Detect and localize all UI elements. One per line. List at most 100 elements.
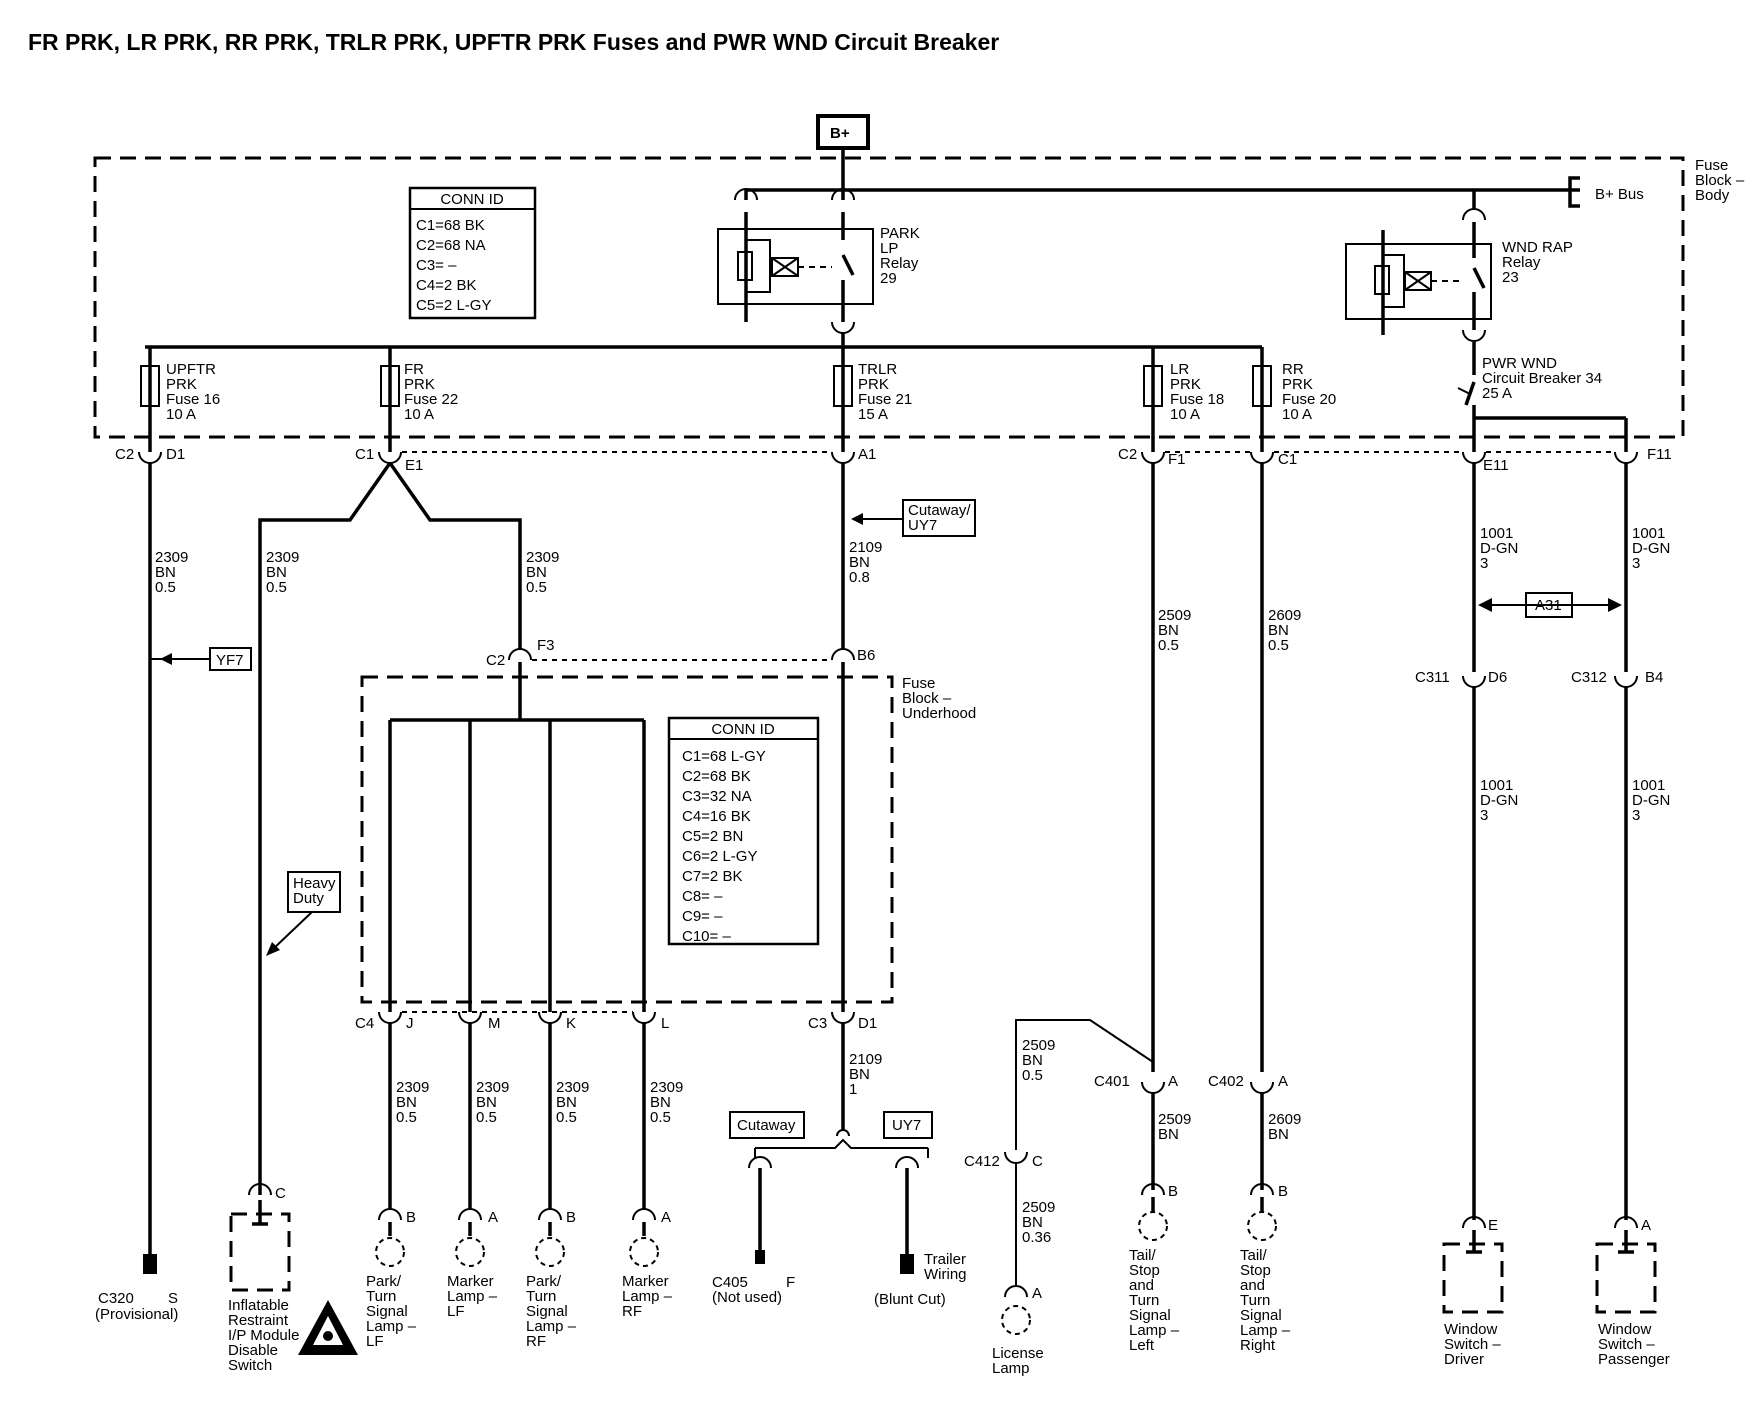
c320-pin-label: S xyxy=(168,1290,178,1307)
svg-text:C2: C2 xyxy=(115,446,134,463)
b-plus-bus-bracket xyxy=(1568,176,1580,208)
svg-text:D6: D6 xyxy=(1488,669,1507,686)
heavy-duty-arrow xyxy=(266,942,280,956)
cutaway-uy7-tag xyxy=(902,499,976,537)
connector-c2-d1: C2 D1 xyxy=(115,446,185,464)
cutaway-tag-label: Cutaway xyxy=(737,1117,796,1134)
svg-text:C1: C1 xyxy=(1278,451,1297,468)
svg-text:C412: C412 xyxy=(964,1153,1000,1170)
svg-text:E1: E1 xyxy=(405,457,423,474)
svg-text:B4: B4 xyxy=(1645,669,1663,686)
svg-text:A: A xyxy=(661,1209,671,1226)
fr-prk-fuse xyxy=(380,365,400,407)
svg-text:C4: C4 xyxy=(355,1015,374,1032)
connector-c401: C401 A xyxy=(1094,1073,1178,1094)
lr-prk-fuse xyxy=(1143,365,1163,407)
conn-id-underhood-table xyxy=(667,716,820,946)
svg-text:D1: D1 xyxy=(166,446,185,463)
connector-c312: C312 B4 xyxy=(1571,669,1663,688)
svg-text:A: A xyxy=(1641,1217,1651,1234)
diagram-title: FR PRK, LR PRK, RR PRK, TRLR PRK, UPFTR … xyxy=(28,29,999,55)
fuse-block-underhood-outline xyxy=(360,675,894,1004)
c320-terminal xyxy=(143,1254,157,1274)
inflatable-connector xyxy=(248,1183,272,1196)
yf7-arrow xyxy=(160,653,172,665)
connector-f11: F11 xyxy=(1614,446,1672,464)
wnd-relay-switch xyxy=(1472,267,1486,289)
connector-c3-d1: C3 D1 xyxy=(808,1011,877,1032)
svg-text:D1: D1 xyxy=(858,1015,877,1032)
svg-text:C: C xyxy=(1032,1153,1043,1170)
heavy-duty-arrow-line xyxy=(271,911,313,951)
cutaway-uy7-arrow xyxy=(851,513,863,525)
connector-c4-j: C4 J xyxy=(355,1011,414,1032)
c320-label: C320 xyxy=(98,1290,134,1307)
svg-text:A: A xyxy=(488,1209,498,1226)
yf7-tag-label: YF7 xyxy=(216,652,244,669)
fr-prk-right-branch xyxy=(388,461,522,650)
connector-c402: C402 A xyxy=(1208,1073,1288,1094)
tail-stop-turn-lamp-right: B xyxy=(1247,1183,1288,1241)
connector-c1-e1: C1 E1 xyxy=(355,446,423,474)
svg-text:C3: C3 xyxy=(808,1015,827,1032)
svg-text:B: B xyxy=(566,1209,576,1226)
connector-c412: C412 C xyxy=(964,1151,1043,1170)
marker-lamp-lf: A xyxy=(455,1208,498,1267)
b-plus-label: B+ xyxy=(830,125,850,142)
svg-text:A: A xyxy=(1032,1285,1042,1302)
wnd-rap-relay xyxy=(1345,243,1492,320)
rr-prk-fuse xyxy=(1252,365,1272,407)
connector-m: M xyxy=(458,1011,501,1032)
window-switch-passenger: A xyxy=(1595,1216,1657,1314)
svg-text:C311: C311 xyxy=(1415,669,1450,686)
a31-reference: A31 xyxy=(1478,592,1622,618)
svg-text:C401: C401 xyxy=(1094,1073,1130,1090)
conn-id-body-header: CONN ID xyxy=(440,191,504,208)
svg-text:A: A xyxy=(1168,1073,1178,1090)
upftr-prk-fuse xyxy=(140,365,160,407)
svg-text:E11: E11 xyxy=(1483,457,1509,474)
park-relay-out-terminal xyxy=(831,321,855,334)
svg-text:F1: F1 xyxy=(1168,451,1186,468)
svg-text:E: E xyxy=(1488,1217,1498,1234)
b-plus-source xyxy=(816,114,870,150)
svg-text:C2: C2 xyxy=(1118,446,1137,463)
svg-text:C1: C1 xyxy=(355,446,374,463)
svg-text:C402: C402 xyxy=(1208,1073,1244,1090)
connector-b6: B6 xyxy=(831,647,875,664)
connector-l: L xyxy=(632,1011,669,1032)
c405-pin-f: F xyxy=(786,1274,795,1291)
heavy-duty-tag xyxy=(287,871,341,913)
cutaway-uy7-label: Cutaway/UY7 xyxy=(908,502,971,534)
connector-c2-f3: C2 F3 xyxy=(486,637,555,669)
park-relay-coil-loop xyxy=(746,239,771,293)
c405-terminal xyxy=(755,1250,765,1264)
wnd-relay-out-terminal xyxy=(1462,329,1486,342)
caution-icon xyxy=(298,1300,358,1355)
connector-k: K xyxy=(538,1011,576,1032)
yf7-option-tag xyxy=(209,647,252,671)
